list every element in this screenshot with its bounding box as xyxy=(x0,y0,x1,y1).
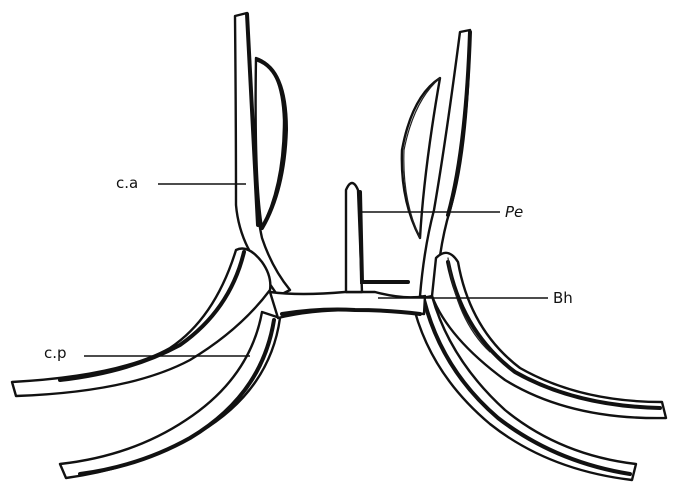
basihyal-body xyxy=(270,292,425,318)
label-ca: c.a xyxy=(116,174,138,192)
label-cp: c.p xyxy=(44,344,67,362)
label-bh: Bh xyxy=(553,289,573,307)
left-posterior-cornu xyxy=(12,249,270,397)
left-lower-horn xyxy=(60,312,280,478)
label-pe: Pe xyxy=(505,203,523,221)
entoglossal-process xyxy=(346,183,408,292)
